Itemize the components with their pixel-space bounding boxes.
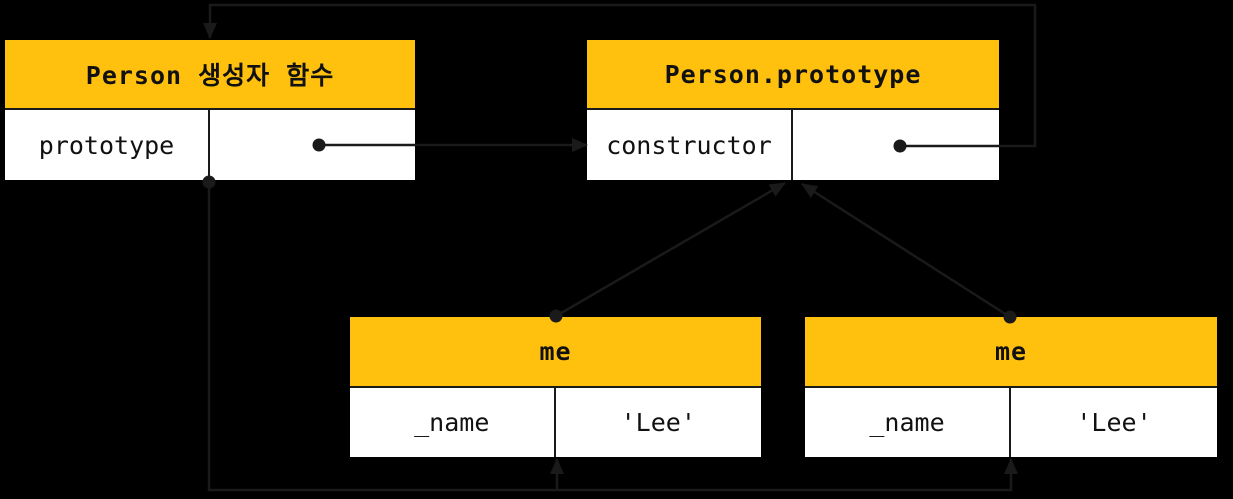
me-left-name-property-label: _name: [350, 388, 556, 457]
me-right-title: me: [805, 317, 1217, 386]
person-constructor-title: Person 생성자 함수: [5, 40, 415, 108]
person-prototype-row: prototype: [5, 108, 415, 180]
me-right-name-value: 'Lee': [1076, 408, 1152, 437]
me-left-name-value: 'Lee': [620, 408, 696, 437]
constructor-row: constructor: [587, 108, 999, 180]
person-prototype-value-cell: [210, 110, 415, 180]
edge-me-left-prototype-link: [555, 181, 786, 318]
person-prototype-box: Person.prototype constructor: [587, 40, 999, 180]
me-left-title: me: [350, 317, 761, 386]
me-instance-left-box: me _name 'Lee': [350, 317, 761, 457]
person-constructor-box: Person 생성자 함수 prototype: [5, 40, 415, 180]
me-right-name-property-label: _name: [805, 388, 1011, 457]
person-prototype-property-label: prototype: [5, 110, 210, 180]
edge-me-right-prototype-link: [801, 182, 1011, 319]
me-instance-right-box: me _name 'Lee': [805, 317, 1217, 457]
me-left-name-row: _name 'Lee': [350, 386, 761, 457]
person-prototype-title: Person.prototype: [587, 40, 999, 108]
constructor-property-label: constructor: [587, 110, 793, 180]
constructor-value-cell: [793, 110, 999, 180]
me-right-name-row: _name 'Lee': [805, 386, 1217, 457]
